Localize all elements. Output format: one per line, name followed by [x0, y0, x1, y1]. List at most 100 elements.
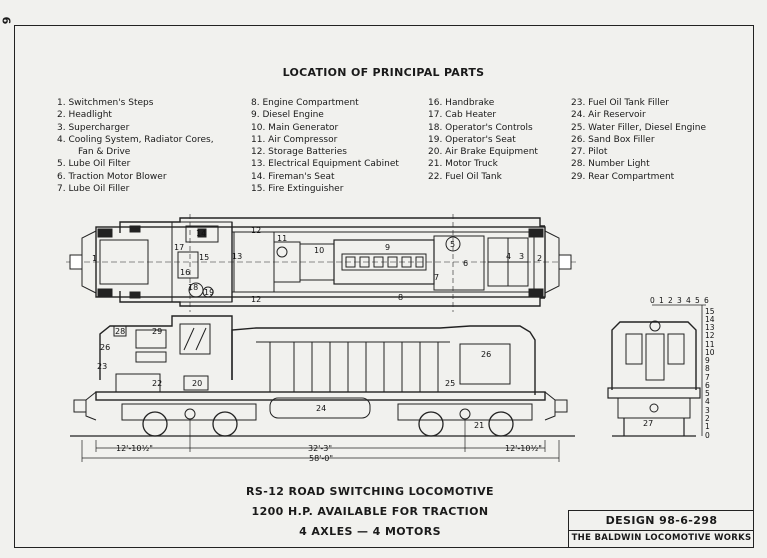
legend-item: 27. Pilot — [571, 147, 608, 158]
plan-label-17: 17 — [174, 243, 184, 252]
scale-top-tick: 2 — [668, 296, 673, 305]
plan-label-4: 4 — [506, 252, 511, 261]
plan-label-12: 12 — [251, 295, 261, 304]
legend-column-1: 1. Switchmen's Steps 2. Headlight 3. Sup… — [57, 97, 214, 195]
legend-item: 2. Headlight — [57, 110, 112, 121]
legend-item: 19. Operator's Seat — [428, 134, 516, 145]
parts-heading: LOCATION OF PRINCIPAL PARTS — [282, 66, 485, 79]
company-name: THE BALDWIN LOCOMOTIVE WORKS — [571, 533, 752, 543]
legend-item: 12. Storage Batteries — [251, 147, 347, 158]
scale-height-tick: 10 — [705, 348, 715, 357]
side-label-21: 21 — [474, 421, 484, 430]
caption-axles: 4 AXLES — 4 MOTORS — [299, 525, 441, 538]
legend-item: 15. Fire Extinguisher — [251, 184, 344, 195]
plan-label-1: 1 — [92, 254, 97, 263]
scale-height-tick: 0 — [705, 431, 710, 440]
scale-height-tick: 5 — [705, 389, 710, 398]
design-number: DESIGN 98-6-298 — [605, 514, 718, 527]
scale-top-tick: 4 — [686, 296, 691, 305]
legend-item: 28. Number Light — [571, 159, 650, 170]
scale-height-tick: 9 — [705, 356, 710, 365]
legend-item: Fan & Drive — [78, 147, 131, 158]
scale-height-tick: 12 — [705, 331, 715, 340]
legend-item: 6. Traction Motor Blower — [57, 171, 167, 182]
legend-item: 21. Motor Truck — [428, 159, 498, 170]
plan-view — [66, 214, 578, 312]
title-block: DESIGN 98-6-298 THE BALDWIN LOCOMOTIVE W… — [568, 510, 754, 548]
legend-item: 18. Operator's Controls — [428, 122, 533, 133]
legend-item: 14. Fireman's Seat — [251, 171, 335, 182]
end-label-27: 27 — [643, 419, 653, 428]
legend-item: 1. Switchmen's Steps — [57, 98, 154, 108]
side-label-26: 26 — [100, 343, 110, 352]
caption-model: RS-12 ROAD SWITCHING LOCOMOTIVE — [246, 485, 494, 498]
legend-item: 24. Air Reservoir — [571, 110, 646, 121]
side-label-20: 20 — [192, 379, 202, 388]
scale-top-tick: 0 — [650, 296, 655, 305]
caption-power: 1200 H.P. AVAILABLE FOR TRACTION — [251, 505, 489, 518]
side-label-26: 26 — [481, 350, 491, 359]
drawing-frame — [14, 25, 754, 548]
scale-top-tick: 5 — [695, 296, 700, 305]
legend-item: 22. Fuel Oil Tank — [428, 171, 502, 182]
plan-label-3: 3 — [519, 252, 524, 261]
legend-item: 5. Lube Oil Filter — [57, 159, 131, 170]
title-block-divider — [569, 530, 754, 531]
side-label-25: 25 — [445, 379, 455, 388]
scale-height-tick: 13 — [705, 323, 715, 332]
scale-top-tick: 6 — [704, 296, 709, 305]
scale-height-tick: 14 — [705, 315, 715, 324]
plan-label-10: 10 — [314, 246, 324, 255]
legend-item: 26. Sand Box Filler — [571, 134, 655, 145]
side-view — [70, 315, 575, 462]
side-label-29: 29 — [152, 327, 162, 336]
plan-label-12: 12 — [251, 226, 261, 235]
plan-label-9: 9 — [385, 243, 390, 252]
scale-height-tick: 8 — [705, 364, 710, 373]
plan-label-18: 18 — [188, 283, 198, 292]
side-label-24: 24 — [316, 404, 326, 413]
plan-label-14: 14 — [196, 229, 206, 238]
scale-height-tick: 1 — [705, 422, 710, 431]
legend-column-4: 23. Fuel Oil Tank Filler 24. Air Reservo… — [571, 97, 706, 183]
side-label-23: 23 — [97, 362, 107, 371]
plan-label-6: 6 — [463, 259, 468, 268]
scale-height-tick: 3 — [705, 406, 710, 415]
scale-height-tick: 15 — [705, 307, 715, 316]
scale-height-tick: 6 — [705, 381, 710, 390]
legend-item: 7. Lube Oil Filler — [57, 184, 130, 195]
plan-label-19: 19 — [204, 288, 214, 297]
legend-item: 8. Engine Compartment — [251, 98, 359, 108]
legend-item: 10. Main Generator — [251, 122, 339, 133]
legend-item: 16. Handbrake — [428, 98, 495, 108]
end-view — [607, 304, 706, 437]
legend-item: 17. Cab Heater — [428, 110, 497, 121]
plan-label-16: 16 — [180, 268, 190, 277]
scale-height-tick: 4 — [705, 397, 710, 406]
dimension-right-overhang: 12'-10½" — [505, 444, 542, 453]
dimension-truck-centers: 32'-3" — [308, 444, 332, 453]
dimension-overall-length: 58'-0" — [309, 454, 333, 463]
legend-item: 23. Fuel Oil Tank Filler — [571, 98, 669, 108]
plan-label-5: 5 — [450, 240, 455, 249]
plan-label-11: 11 — [277, 234, 287, 243]
plan-label-2: 2 — [537, 254, 542, 263]
dimension-left-overhang: 12'-10½" — [116, 444, 153, 453]
scale-top-tick: 3 — [677, 296, 682, 305]
legend-item: 4. Cooling System, Radiator Cores, — [57, 134, 214, 145]
side-label-28: 28 — [115, 327, 125, 336]
plan-label-8: 8 — [398, 293, 403, 302]
side-label-22: 22 — [152, 379, 162, 388]
legend-item: 25. Water Filler, Diesel Engine — [571, 122, 707, 133]
scale-height-tick: 7 — [705, 373, 710, 382]
legend-item: 3. Supercharger — [57, 122, 130, 133]
legend-item: 9. Diesel Engine — [251, 110, 324, 121]
legend-column-3: 16. Handbrake 17. Cab Heater 18. Operato… — [428, 97, 538, 183]
legend-item: 11. Air Compressor — [251, 134, 338, 145]
plan-label-13: 13 — [232, 252, 242, 261]
legend-item: 13. Electrical Equipment Cabinet — [251, 159, 399, 170]
plan-label-15: 15 — [199, 253, 209, 262]
legend-item: 20. Air Brake Equipment — [428, 147, 538, 158]
legend-item: 29. Rear Compartment — [571, 171, 675, 182]
